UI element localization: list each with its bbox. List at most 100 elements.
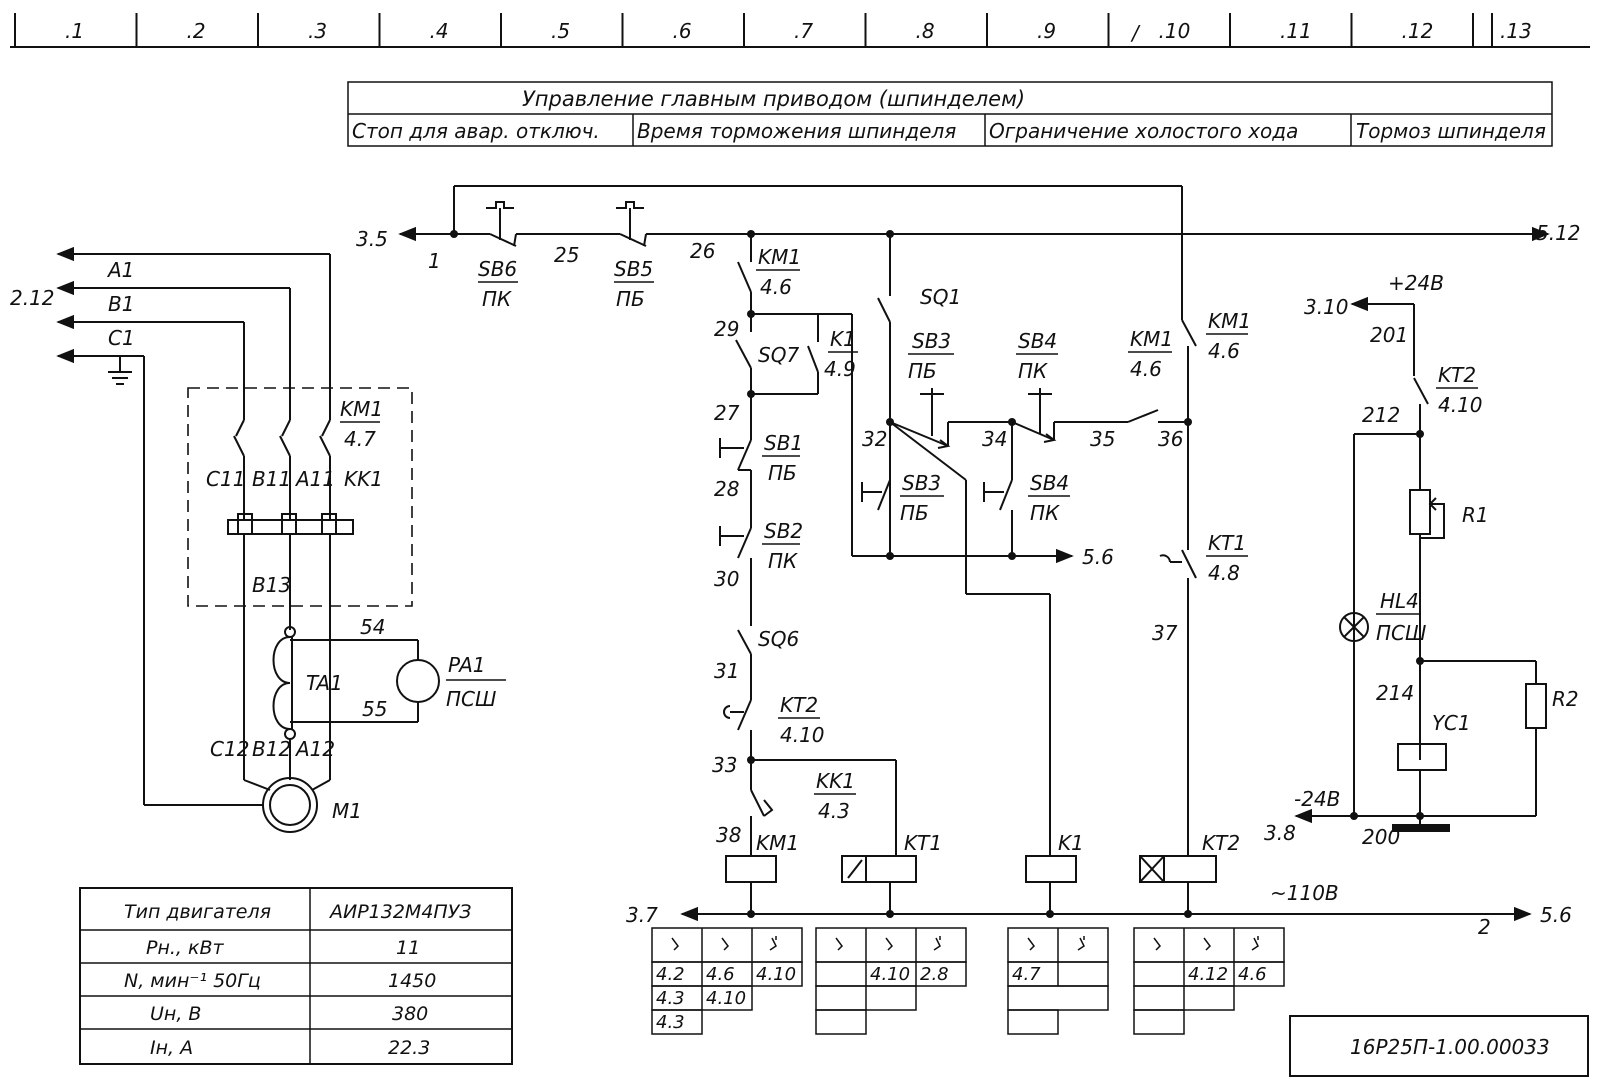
coil-km1	[725, 855, 777, 883]
km1-power-contacts	[233, 419, 331, 457]
kt1-contact-name: KT1	[1208, 531, 1246, 555]
current-transformer-ta1	[272, 636, 419, 730]
wire-26: 26	[690, 239, 715, 263]
k1-contact-ref: 4.9	[824, 357, 856, 381]
wire-36: 36	[1158, 427, 1183, 451]
sq7-name: SQ7	[758, 343, 799, 367]
phase-a1: A1	[106, 258, 134, 282]
brake-kt2-ref: 4.10	[1438, 393, 1483, 417]
contact-tables: 4.2 4.6 4.10 4.3 4.10 4.3 4.10 2.8 4.7	[651, 927, 1285, 1035]
drawing-stamp: 16Р25П-1.00.00033	[1289, 1015, 1589, 1077]
wire-25: 25	[554, 243, 579, 267]
terminal-b11: B11	[252, 467, 291, 491]
resistor-r2	[1525, 683, 1547, 729]
sb2-name: SB2	[764, 519, 803, 543]
sb5-place: ПБ	[616, 287, 645, 311]
kk1-contact-ref: 4.3	[818, 799, 850, 823]
function-header: Управление главным приводом (шпинделем) …	[347, 81, 1553, 147]
wire-b13: B13	[252, 573, 291, 597]
sb4-bot-place: ПК	[1030, 501, 1060, 525]
km1-power-name: KM1	[340, 397, 383, 421]
km1-tbl-r1c3: 4.10	[756, 964, 796, 985]
sb6-place: ПК	[482, 287, 512, 311]
zone-label: .7	[794, 19, 813, 43]
kk1-contact-name: KK1	[816, 769, 855, 793]
control-circuit: 3.5 1 SB6 ПК 25 SB5 ПБ 5.12 26	[356, 185, 1581, 939]
coil-kt2	[1139, 855, 1217, 883]
zone-label: .3	[308, 19, 327, 43]
kk1-label: KK1	[344, 467, 383, 491]
zone-label: .11	[1280, 19, 1312, 43]
motor-row-2-value: 11	[396, 937, 420, 959]
ct-wire-55: 55	[362, 697, 387, 721]
motor-row-4-value: 380	[392, 1003, 428, 1025]
sb3-top-changeover	[889, 388, 967, 594]
km1-tbl-r2c1: 4.3	[656, 988, 685, 1009]
kt1-contact-ref: 4.8	[1208, 561, 1240, 585]
wire-1: 1	[428, 249, 441, 273]
kt1-tbl-r1c3: 2.8	[920, 964, 949, 985]
zone-label: .5	[551, 19, 570, 43]
coil-k1	[1025, 855, 1077, 883]
zone-label: .2	[187, 19, 206, 43]
frame-ground-icon	[1392, 824, 1450, 832]
terminal-a11: A11	[294, 467, 335, 491]
contacts-kt1: 4.10 2.8	[815, 927, 967, 1035]
ct-name: TA1	[306, 671, 343, 695]
coil-kt2-label: KT2	[1202, 831, 1240, 855]
drawing-number: 16Р25П-1.00.00033	[1350, 1035, 1550, 1059]
ammeter-place: ПСШ	[446, 687, 496, 711]
wire-201: 201	[1370, 323, 1408, 347]
zone-label: .13	[1500, 19, 1532, 43]
bus-ref-right: 5.6	[1540, 903, 1572, 927]
sb2-place: ПК	[768, 549, 798, 573]
header-section-3: Ограничение холостого хода	[989, 119, 1298, 143]
ref-5-12: 5.12	[1536, 221, 1581, 245]
zone-label: .12	[1402, 19, 1434, 43]
motor-row-1-label: Тип двигателя	[124, 901, 271, 923]
sq1-name: SQ1	[920, 285, 961, 309]
motor-name: M1	[332, 799, 362, 823]
brake-kt2-name: KT2	[1438, 363, 1476, 387]
wire-28: 28	[714, 477, 739, 501]
bus-voltage: ~110В	[1270, 881, 1339, 905]
zone-mark: /	[1130, 21, 1141, 45]
wire-212: 212	[1362, 403, 1400, 427]
sb1-name: SB1	[764, 431, 803, 455]
ammeter-icon	[396, 659, 440, 703]
bus-wire-2: 2	[1478, 915, 1491, 939]
hl4-name: HL4	[1380, 589, 1419, 613]
km1-tbl-r2c2: 4.10	[706, 988, 746, 1009]
resistor-r1	[1409, 489, 1431, 535]
r2-label: R2	[1552, 687, 1579, 711]
brake-vplus: +24В	[1388, 271, 1444, 295]
wire-34: 34	[982, 427, 1007, 451]
sb4-top-place: ПК	[1018, 359, 1048, 383]
zone-label: .8	[916, 19, 935, 43]
hl4-place: ПСШ	[1376, 621, 1426, 645]
sb4-top-contact	[1011, 388, 1057, 443]
kt2-tbl-r1c3: 4.6	[1238, 964, 1267, 985]
contacts-kt2: 4.12 4.6	[1133, 927, 1285, 1035]
motor-row-5-label: Iн, А	[150, 1037, 193, 1059]
header-section-2: Время торможения шпинделя	[637, 119, 956, 143]
contacts-k1: 4.7	[1007, 927, 1109, 1035]
coil-kt1	[841, 855, 917, 883]
power-ref: 2.12	[10, 286, 55, 310]
wire-37: 37	[1152, 621, 1178, 645]
sb1-place: ПБ	[768, 461, 797, 485]
sb3-bot-name: SB3	[902, 471, 941, 495]
terminal-b12: B12	[252, 737, 291, 761]
bus-ref-left: 3.7	[626, 903, 658, 927]
kt2-contact-ref: 4.10	[780, 723, 825, 747]
coil-k1-label: K1	[1058, 831, 1084, 855]
k1-tbl-r1c1: 4.7	[1012, 964, 1041, 985]
phase-c1: C1	[108, 326, 135, 350]
kt2-tbl-r1c2: 4.12	[1188, 964, 1228, 985]
wire-30: 30	[714, 567, 739, 591]
brake-circuit: 3.10 +24В 201 KT2 4.10 212 R1 HL4 ПСШ	[1264, 271, 1579, 849]
motor-row-2-label: Рн., кВт	[146, 937, 225, 959]
motor-row-4-label: Uн, В	[150, 1003, 201, 1025]
kt2-contact-name: KT2	[780, 693, 818, 717]
motor-icon	[262, 777, 318, 833]
